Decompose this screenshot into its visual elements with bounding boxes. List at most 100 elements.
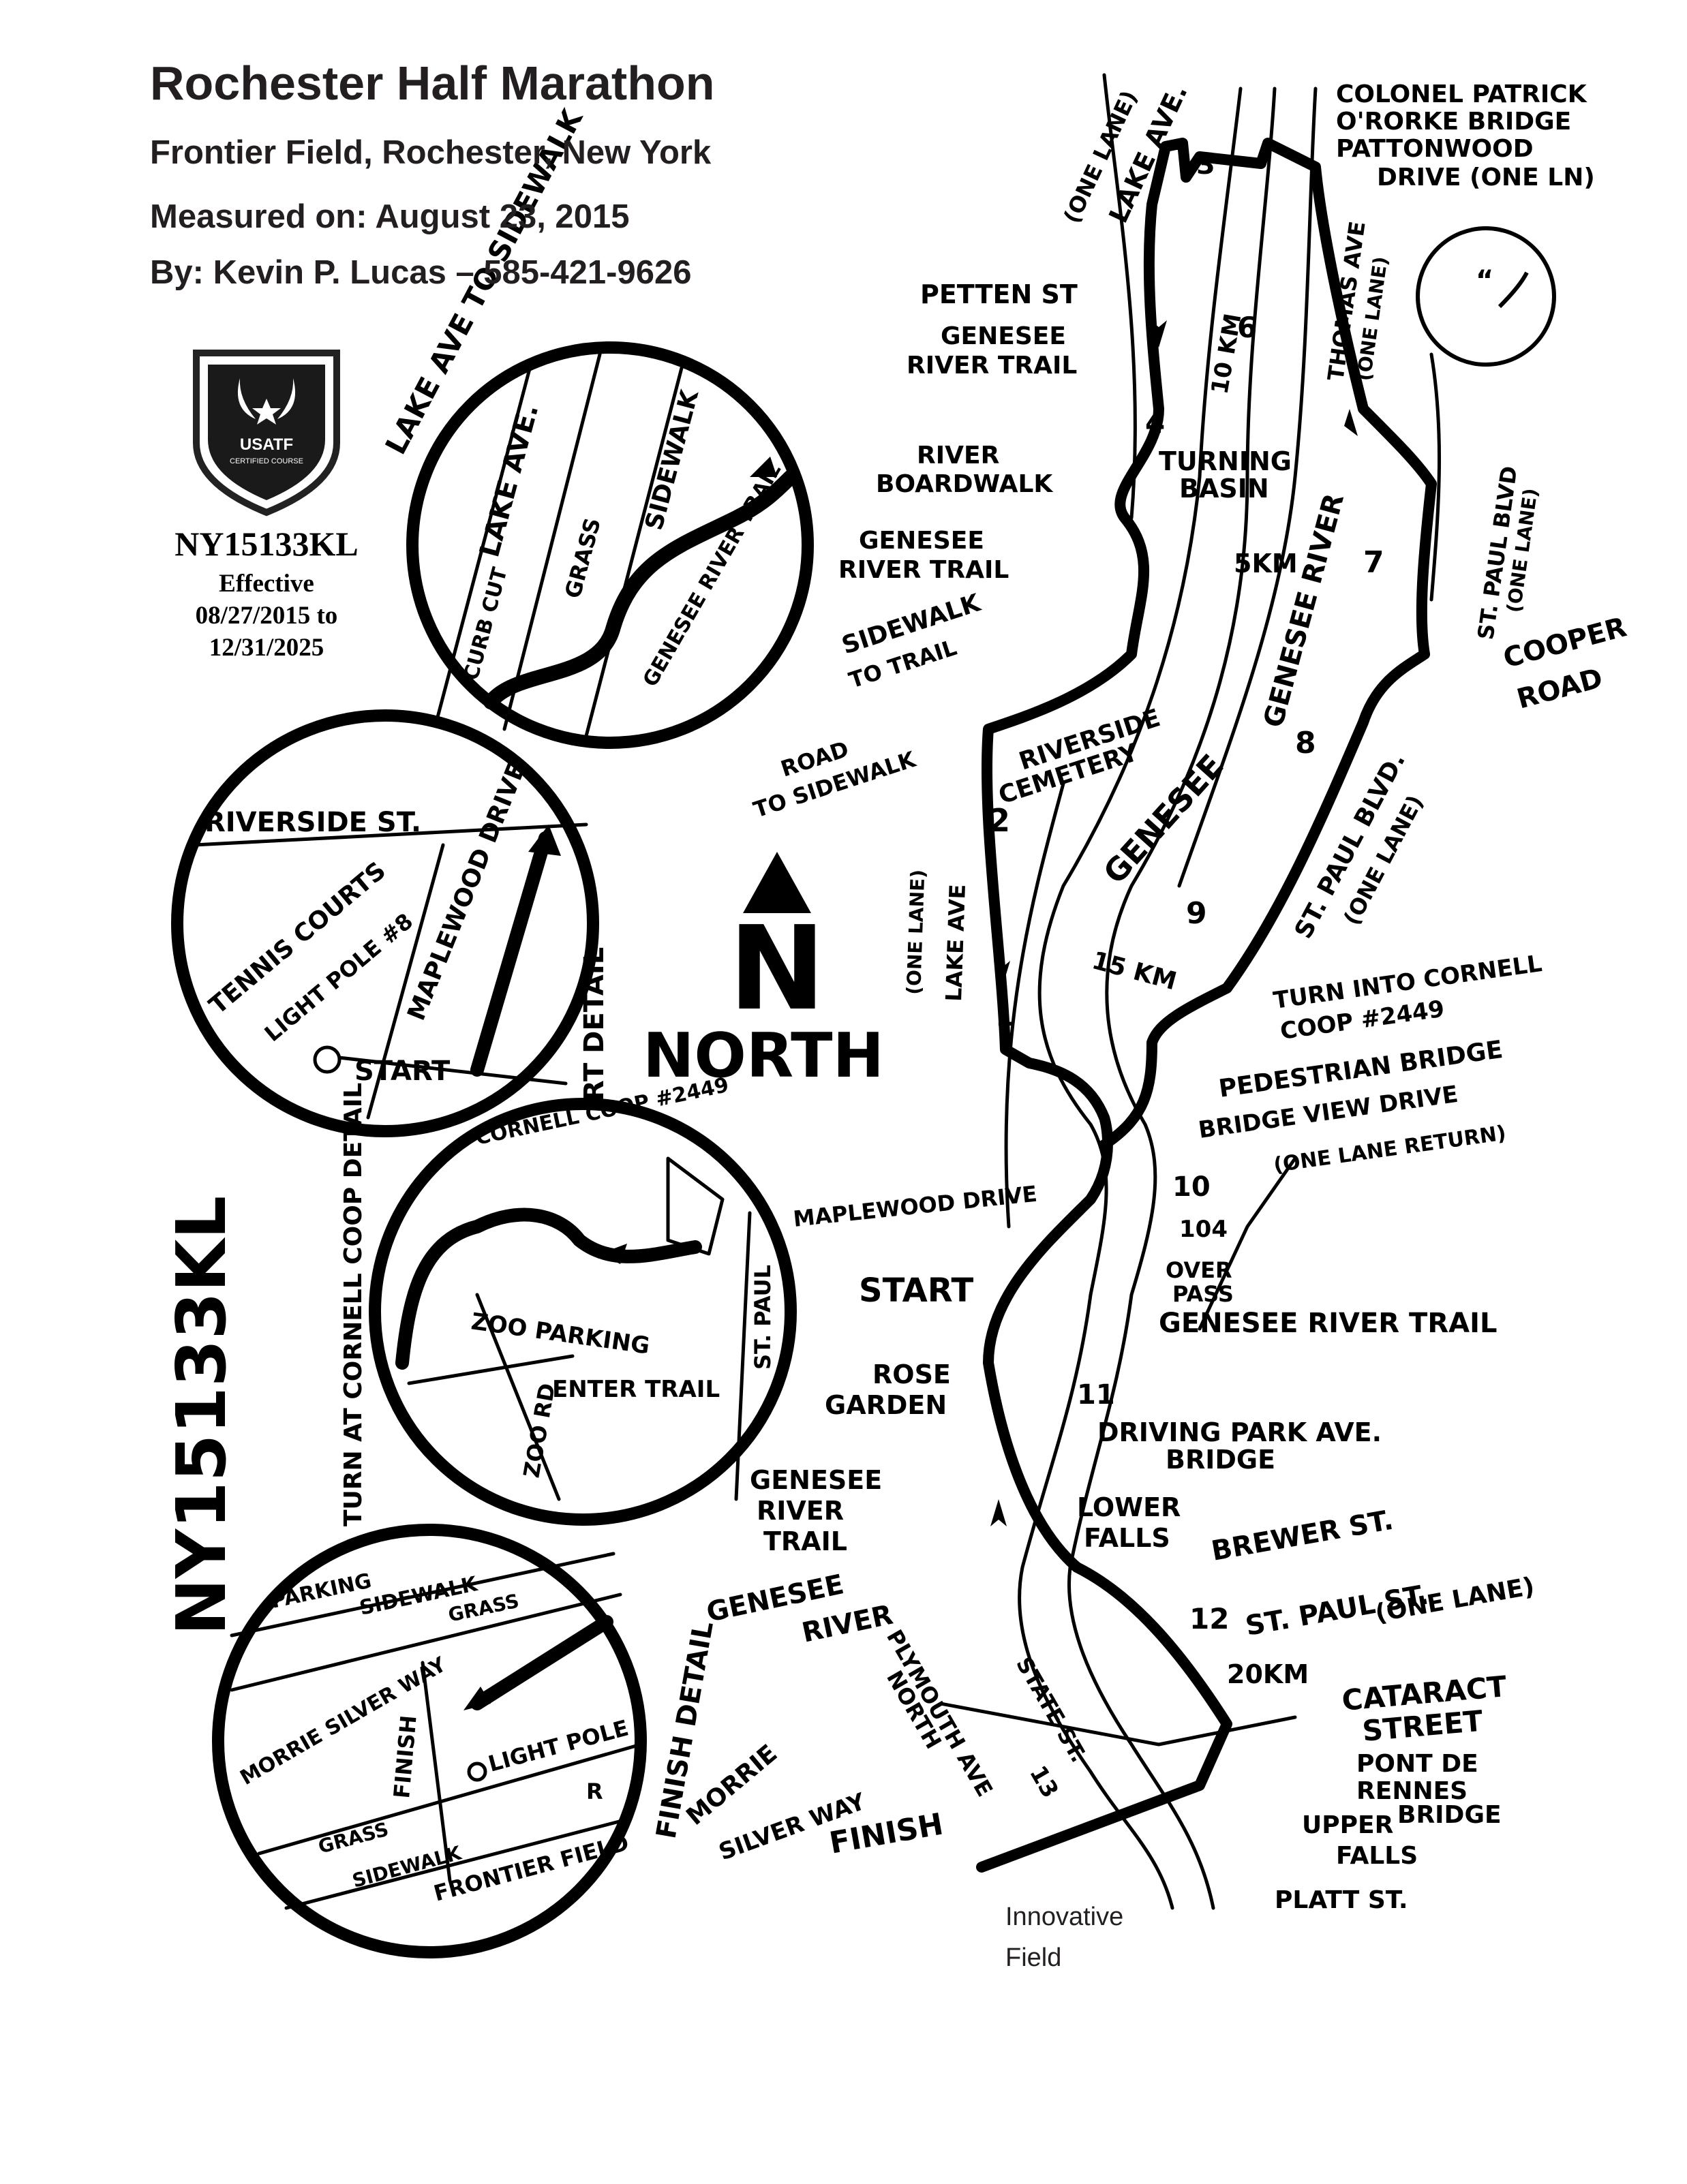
wing-icon [237,378,256,419]
map-label: PEDESTRIAN BRIDGE [1217,1036,1505,1103]
map-label: GENESEE RIVER TRAIL [1159,1308,1497,1339]
innovative-field-label: Field [1005,1943,1061,1972]
measured-date: Measured on: August 23, 2015 [150,198,630,235]
map-label: ROAD [1514,662,1606,716]
arrow-up-icon [994,961,1010,988]
map-label: LOWER [1077,1492,1181,1522]
map-label: GENESEE [941,322,1066,350]
roads [939,73,1442,1747]
map-label: GENESEE [750,1465,882,1495]
location-text: Frontier Field, Rochester, New York [150,134,712,171]
usatf-badge: USATF CERTIFIED COURSE [193,350,340,517]
finish-detail: FINISH DETAIL PARKING SIDEWALK GRASS MOR… [212,1524,720,1958]
detail-label: R [586,1779,603,1804]
mile-marker: 3 [1196,149,1215,181]
map-label: RIVER [800,1599,896,1649]
map-label: PATTONWOOD [1336,135,1534,163]
smile-icon [1498,271,1529,309]
map-label: PETTEN ST [920,279,1078,309]
smiley-icon: “ [1476,265,1493,296]
smiley-doodle: “ [1416,226,1556,367]
mile-marker: 2 [988,802,1010,839]
map-label: BREWER ST. [1209,1505,1396,1567]
map-label: 104 [1179,1216,1228,1243]
map-label: OVER [1166,1257,1232,1283]
mile-marker: 8 [1295,726,1316,760]
river-banks [1018,87,1318,1910]
wing-icon [277,378,296,419]
detail-label: START [354,1056,451,1087]
map-label: RIVER TRAIL [838,556,1009,584]
map-label: STATE ST. [1011,1652,1092,1767]
map-label: PASS [1172,1281,1234,1307]
km-marker: 5KM [1234,549,1298,579]
page-title: Rochester Half Marathon [150,57,715,110]
badge-text: USATF [240,435,293,454]
distance-markers: 1 2 3 4 6 7 8 9 10 11 12 13 5KM 10 KM 15… [988,149,1384,1802]
map-label: BRIDGE [1166,1445,1275,1475]
effective-label: Effective [219,570,314,598]
map-label: FALLS [1084,1523,1170,1553]
map-label: O'RORKE BRIDGE [1336,108,1571,136]
map-label: (ONE LANE RETURN) [1272,1121,1508,1178]
cornell-detail: TURN AT CORNELL COOP DETAIL CORNELL COOP… [339,1073,797,1526]
north-arrow-icon [743,852,811,913]
map-label: BOARDWALK [876,470,1053,498]
map-label: (ONE LANE) [902,869,929,995]
star-icon [252,399,281,425]
cert-code: NY15133KL [174,525,358,563]
map-label: GENESEE [859,527,984,555]
mile-marker: 4 [1145,406,1165,440]
map-label: (ONE LANE) [1373,1572,1536,1627]
map-label: RIVER TRAIL [907,352,1077,380]
arrow-up-icon [1151,320,1167,348]
map-label: RIVER [757,1496,844,1526]
km-marker: 20KM [1227,1659,1309,1689]
mile-marker: 12 [1189,1602,1229,1635]
mile-marker: 11 [1077,1379,1115,1411]
measurer-credit: By: Kevin P. Lucas – 585-421-9626 [150,254,692,291]
mile-marker: 9 [1186,896,1207,931]
map-label: FALLS [1336,1842,1418,1870]
arrow-down-icon [1344,409,1358,436]
map-label: ROSE [872,1359,951,1389]
map-label: LAKE AVE [941,884,971,1002]
detail-label: ST. PAUL [750,1265,776,1370]
mile-marker: 7 [1363,545,1384,580]
map-label: MAPLEWOOD DRIVE [792,1181,1038,1232]
finish-pole-icon [467,1762,487,1782]
north-label: NORTH [643,1020,884,1092]
map-label: PLATT ST. [1275,1886,1408,1914]
map-label: UPPER [1302,1811,1393,1839]
north-letter: N [729,902,825,1036]
km-marker: 15 KM [1089,947,1180,996]
effective-to: 12/31/2025 [209,634,324,662]
map-label: PLYMOUTH AVE [881,1625,998,1801]
map-label: START [859,1272,974,1310]
map-label: RENNES [1356,1777,1468,1805]
map-label: GARDEN [825,1390,947,1420]
map-label: TRAIL [763,1526,847,1556]
map-label: DRIVE (ONE LN) [1377,164,1595,191]
arrow-icon [750,457,777,477]
effective-from: 08/27/2015 to [196,602,338,630]
side-cert-code: NY15133KL [162,1196,241,1635]
detail-label: ENTER TRAIL [552,1376,720,1403]
map-label: BASIN [1179,474,1269,504]
map-label: RIVER [917,442,999,470]
arrow-icon [463,1687,491,1710]
mile-marker: 6 [1237,311,1257,344]
course-route [976,138,1437,1873]
start-detail: START DETAIL RIVERSIDE ST. MAPLEWOOD DRI… [171,709,610,1158]
north-arrow: N NORTH [643,852,884,1092]
cornell-detail-caption: TURN AT CORNELL COOP DETAIL [339,1083,367,1526]
mile-marker: 13 [1024,1762,1063,1803]
mile-marker: 10 [1172,1171,1211,1203]
arrow-icon [528,825,561,856]
map-label: BRIDGE [1397,1801,1502,1829]
map-label: TURNING [1159,446,1292,476]
mile-marker: 1 [995,999,1015,1032]
detail-label: RIVERSIDE ST. [204,807,421,838]
badge-subtext: CERTIFIED COURSE [230,457,303,465]
